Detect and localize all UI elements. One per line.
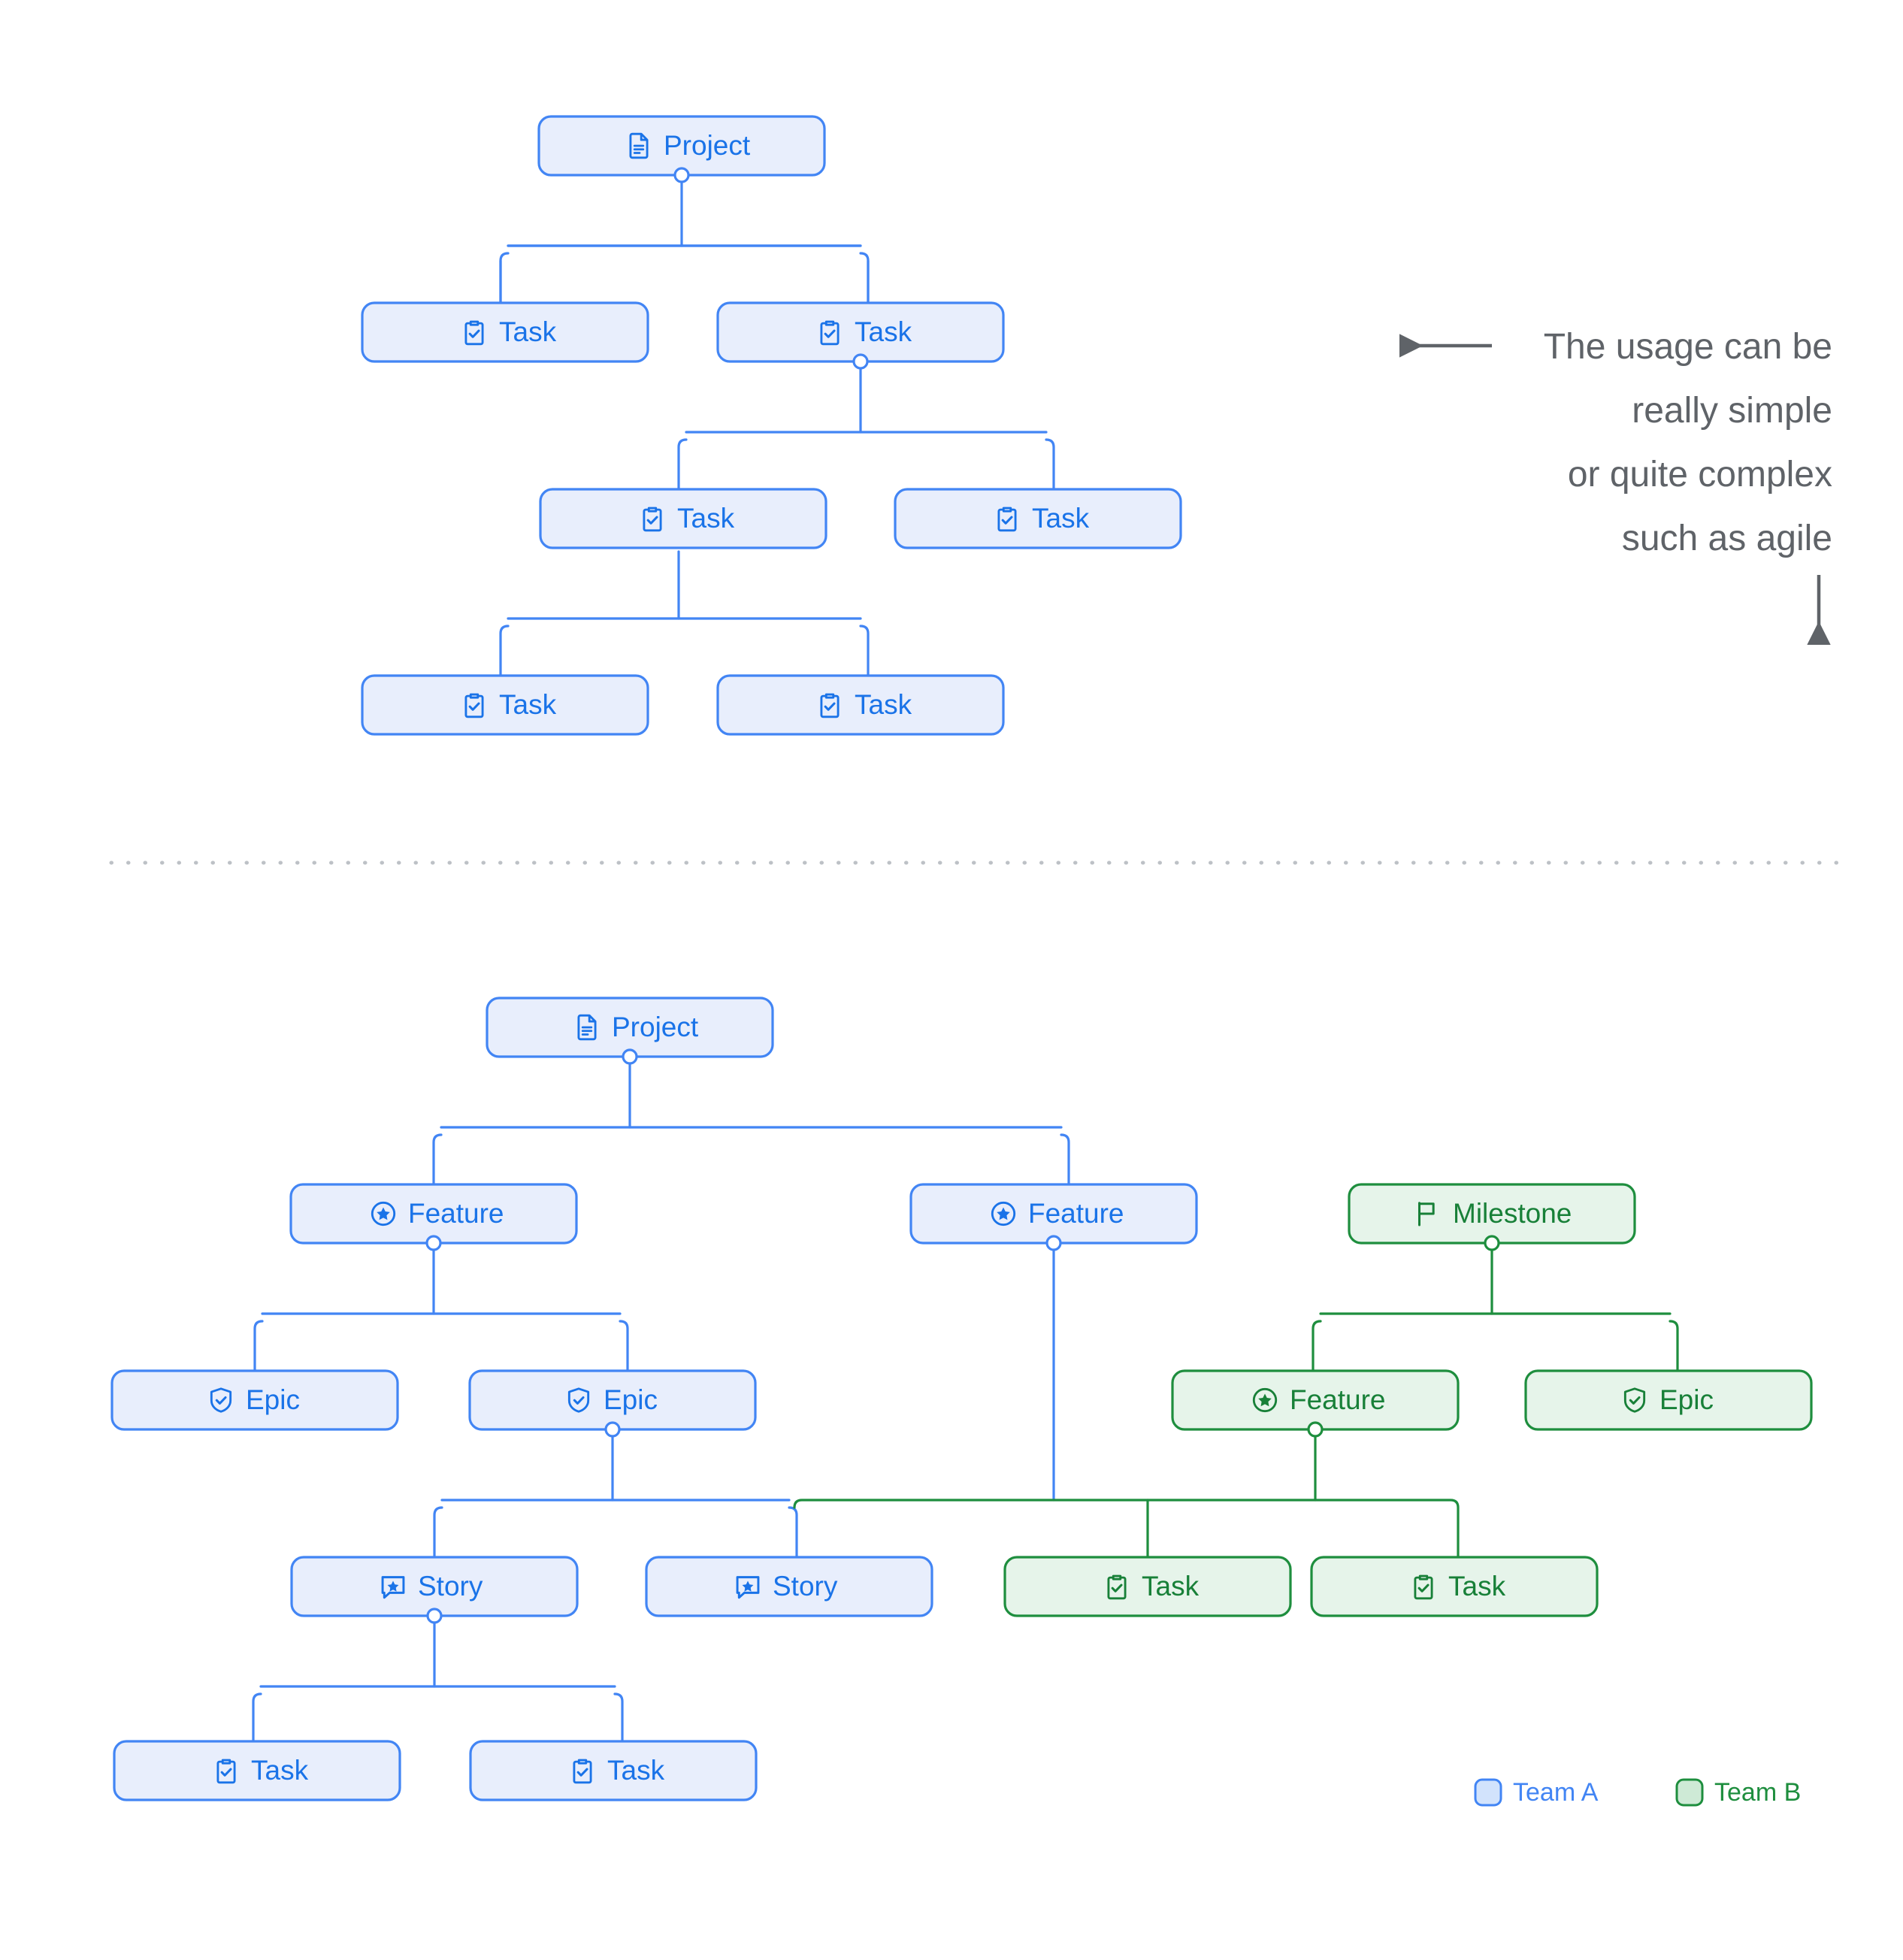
legend-label: Team A	[1513, 1778, 1599, 1807]
node-label: Epic	[1659, 1384, 1714, 1415]
node-task-s3[interactable]: Task	[539, 488, 827, 549]
node-label: Task	[1032, 503, 1090, 534]
node-feature-a6[interactable]: Feature	[1171, 1369, 1460, 1438]
node-label: Task	[1142, 1571, 1200, 1602]
legend-swatch	[1675, 1778, 1704, 1807]
annotation-line-2: really simple	[1632, 391, 1832, 431]
node-task-s5[interactable]: Task	[361, 674, 649, 736]
node-label: Feature	[1028, 1198, 1124, 1229]
node-label: Milestone	[1453, 1198, 1572, 1229]
connector-handle	[604, 1421, 621, 1438]
node-label: Story	[418, 1571, 483, 1602]
node-task-s6[interactable]: Task	[716, 674, 1005, 736]
agile-tree-connectors-team-b	[793, 1245, 1679, 1559]
node-label: Task	[855, 316, 912, 347]
node-label: Epic	[246, 1384, 300, 1415]
annotation-block: The usage can be really simple or quite …	[1399, 327, 1832, 646]
connector-handle	[1307, 1421, 1324, 1438]
node-label: Story	[773, 1571, 838, 1602]
simple-tree-nodes: Project Task Task Task	[361, 115, 1182, 736]
node-project-agile[interactable]: Project	[486, 997, 774, 1065]
node-label: Epic	[604, 1384, 658, 1415]
node-task-a12[interactable]: Task	[113, 1740, 401, 1801]
agile-tree-nodes: Project Feature Feature Milestone	[110, 997, 1813, 1801]
node-task-a13[interactable]: Task	[469, 1740, 758, 1801]
node-feature-a1[interactable]: Feature	[289, 1183, 578, 1251]
node-label: Task	[251, 1755, 309, 1786]
node-label: Task	[499, 316, 557, 347]
node-story-a8[interactable]: Story	[290, 1556, 579, 1624]
node-feature-a2[interactable]: Feature	[909, 1183, 1198, 1251]
legend-item-team-b[interactable]: Team B	[1675, 1778, 1801, 1807]
node-label: Task	[499, 689, 557, 720]
node-story-a9[interactable]: Story	[645, 1556, 933, 1617]
node-label: Task	[607, 1755, 665, 1786]
node-task-s1[interactable]: Task	[361, 301, 649, 363]
node-task-s4[interactable]: Task	[894, 488, 1182, 549]
node-task-a10[interactable]: Task	[1003, 1556, 1292, 1617]
connector-handle	[622, 1048, 638, 1065]
node-epic-a4[interactable]: Epic	[110, 1369, 399, 1431]
node-label: Task	[1448, 1571, 1506, 1602]
annotation-line-4: such as agile	[1622, 519, 1832, 558]
node-task-a11[interactable]: Task	[1310, 1556, 1599, 1617]
node-epic-a7[interactable]: Epic	[1524, 1369, 1813, 1431]
node-epic-a5[interactable]: Epic	[468, 1369, 757, 1438]
node-label: Project	[664, 130, 751, 161]
annotation-line-1: The usage can be	[1544, 327, 1832, 367]
connector-handle	[425, 1235, 442, 1251]
node-label: Feature	[408, 1198, 504, 1229]
simple-tree-connectors	[499, 177, 1055, 677]
node-label: Feature	[1290, 1384, 1386, 1415]
connector-handle	[426, 1608, 443, 1624]
legend-item-team-a[interactable]: Team A	[1474, 1778, 1599, 1807]
node-label: Project	[612, 1012, 699, 1042]
connector-handle	[1484, 1235, 1500, 1251]
node-label: Task	[677, 503, 735, 534]
annotation-line-3: or quite complex	[1568, 455, 1832, 495]
node-project-simple[interactable]: Project	[537, 115, 826, 183]
legend-label: Team B	[1714, 1778, 1801, 1807]
node-label: Task	[855, 689, 912, 720]
node-task-s2[interactable]: Task	[716, 301, 1005, 370]
node-milestone-a3[interactable]: Milestone	[1348, 1183, 1636, 1251]
legend-swatch	[1474, 1778, 1502, 1807]
connector-handle	[673, 167, 690, 183]
connector-handle	[1045, 1235, 1062, 1251]
agile-tree-connectors-team-a	[252, 1059, 1070, 1743]
connector-handle	[852, 353, 869, 370]
legend: Team A Team B	[1474, 1778, 1801, 1807]
